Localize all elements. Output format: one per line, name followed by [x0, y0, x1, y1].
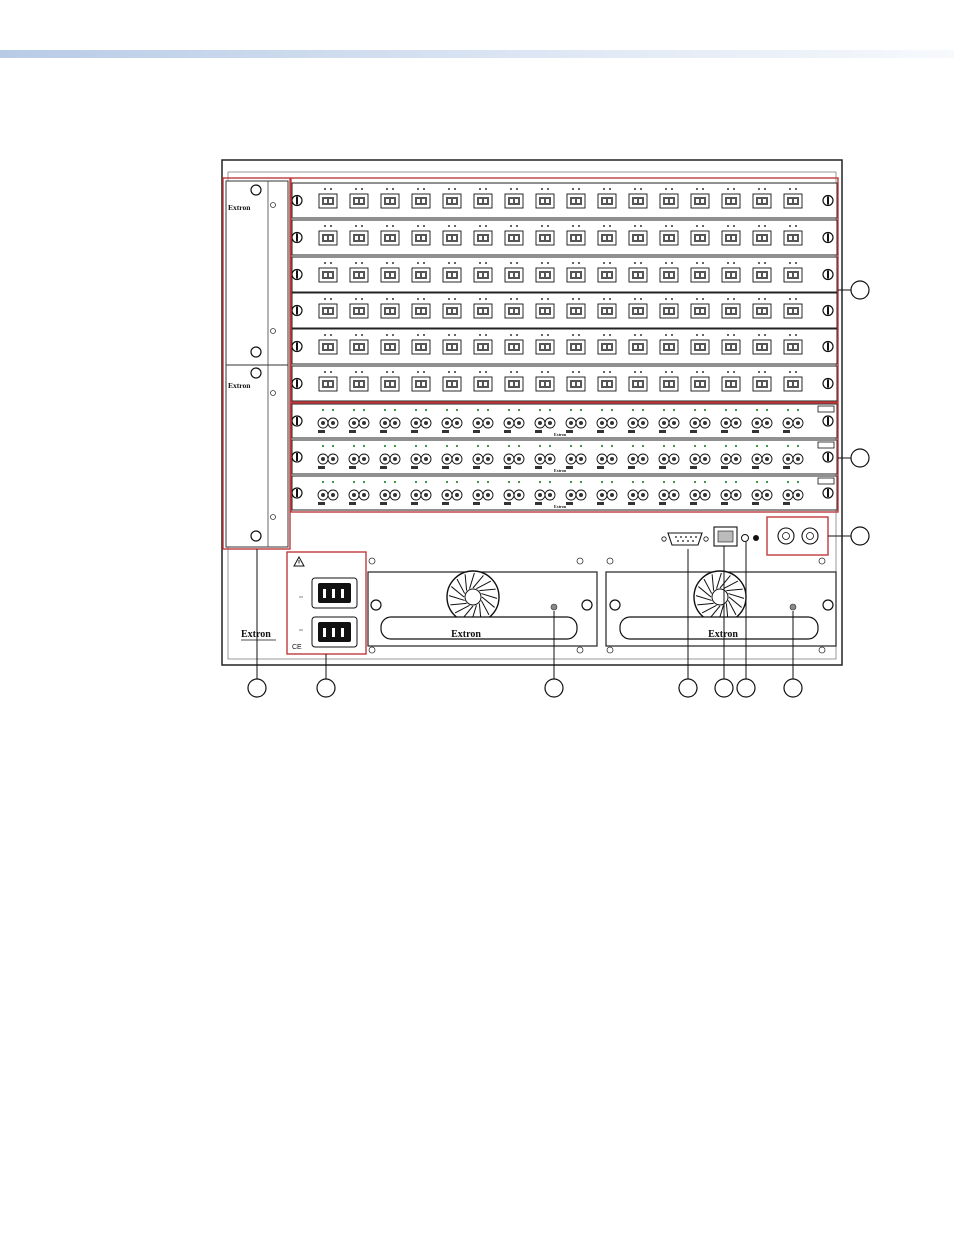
- twisted-pair-io-board: Extron: [292, 440, 837, 474]
- fan-hub-icon: [465, 589, 481, 605]
- fan-hub-icon: [712, 589, 728, 605]
- board-brand-label: Extron: [554, 504, 567, 509]
- board-brand-label: Extron: [554, 432, 567, 437]
- fiber-io-board: [292, 329, 837, 364]
- callout-circle: [679, 679, 697, 697]
- fiber-io-board: [292, 257, 837, 292]
- chassis-brand-label: Extron: [241, 629, 271, 640]
- rs232-port[interactable]: [668, 533, 702, 545]
- bnc-connector[interactable]: [778, 528, 794, 544]
- fiber-io-board: [292, 366, 837, 401]
- fan-module-left: Extron: [368, 558, 597, 653]
- bnc-connector[interactable]: [802, 528, 818, 544]
- board-brand-label: Extron: [554, 468, 567, 473]
- fan-brand-label: Extron: [451, 629, 481, 640]
- twisted-pair-io-board: Extron: [292, 476, 837, 510]
- callout-circle: [851, 281, 869, 299]
- ce-mark: CE: [292, 644, 302, 651]
- blank-plate-brand-label: Extron: [228, 381, 251, 390]
- callout-circle: [715, 679, 733, 697]
- callout-circle: [248, 679, 266, 697]
- fan-status-led: [790, 604, 796, 610]
- fiber-io-board: [292, 183, 837, 218]
- callout-circle: [851, 449, 869, 467]
- twisted-pair-io-board: Extron: [292, 404, 837, 438]
- blank-plate-brand-label: Extron: [228, 203, 251, 212]
- callout-circle: [784, 679, 802, 697]
- status-led: [753, 535, 759, 541]
- callout-circle: [545, 679, 563, 697]
- callout-circle: [317, 679, 335, 697]
- fiber-io-board: [292, 220, 837, 255]
- callout-circle: [737, 679, 755, 697]
- callout-circle: [851, 527, 869, 545]
- fan-status-led: [551, 604, 557, 610]
- fan-module-right: Extron: [606, 558, 836, 653]
- fan-brand-label: Extron: [708, 629, 738, 640]
- left-blank-plates: Extron Extron: [226, 181, 288, 547]
- reset-button[interactable]: [742, 535, 749, 542]
- fiber-io-board: [292, 293, 837, 328]
